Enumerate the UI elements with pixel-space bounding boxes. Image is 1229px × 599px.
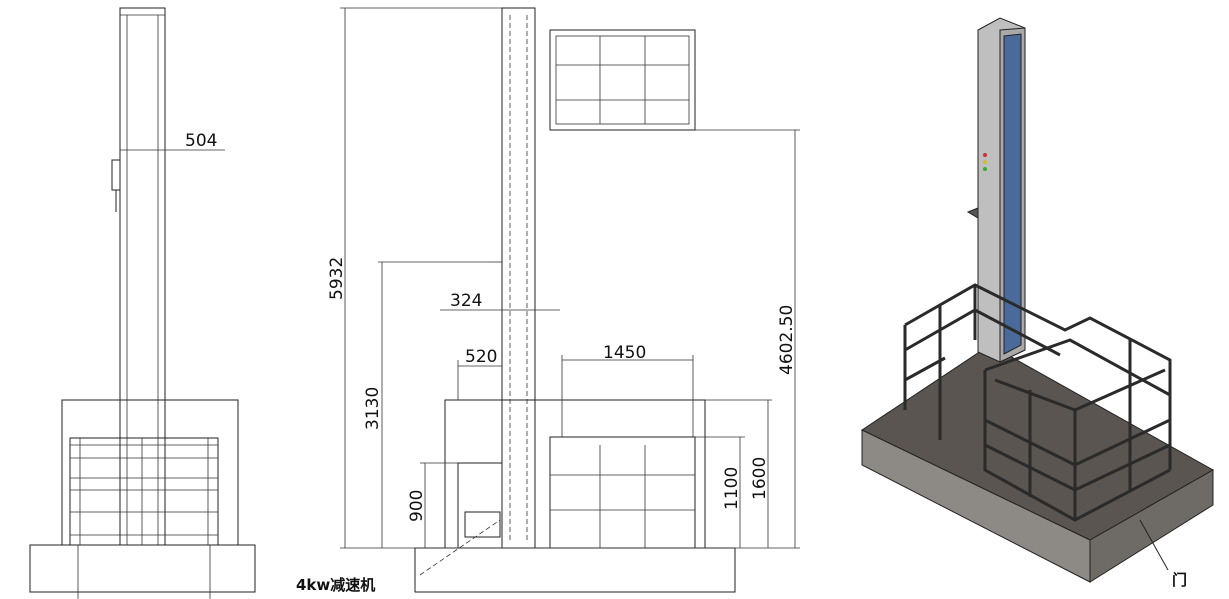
dim-900: 900 bbox=[407, 490, 427, 522]
dim-3130: 3130 bbox=[363, 387, 383, 430]
side-view: 5932 3130 4602.50 1600 1100 900 324 520 … bbox=[296, 7, 800, 594]
dim-4602-50: 4602.50 bbox=[777, 305, 797, 375]
dim-1450: 1450 bbox=[603, 343, 646, 363]
column-stripe bbox=[1003, 33, 1022, 355]
dim-504: 504 bbox=[185, 131, 217, 151]
motor bbox=[464, 511, 501, 538]
dim-520: 520 bbox=[465, 347, 497, 367]
dim-1600: 1600 bbox=[750, 457, 770, 500]
iso-view: 门 bbox=[860, 17, 1215, 589]
motor-label: 4kw减速机 bbox=[296, 576, 375, 594]
dim-324: 324 bbox=[450, 291, 482, 311]
door-label: 门 bbox=[1172, 571, 1187, 589]
front-view: 504 bbox=[29, 7, 256, 599]
dim-1100: 1100 bbox=[722, 467, 742, 510]
dim-5932: 5932 bbox=[327, 257, 347, 300]
